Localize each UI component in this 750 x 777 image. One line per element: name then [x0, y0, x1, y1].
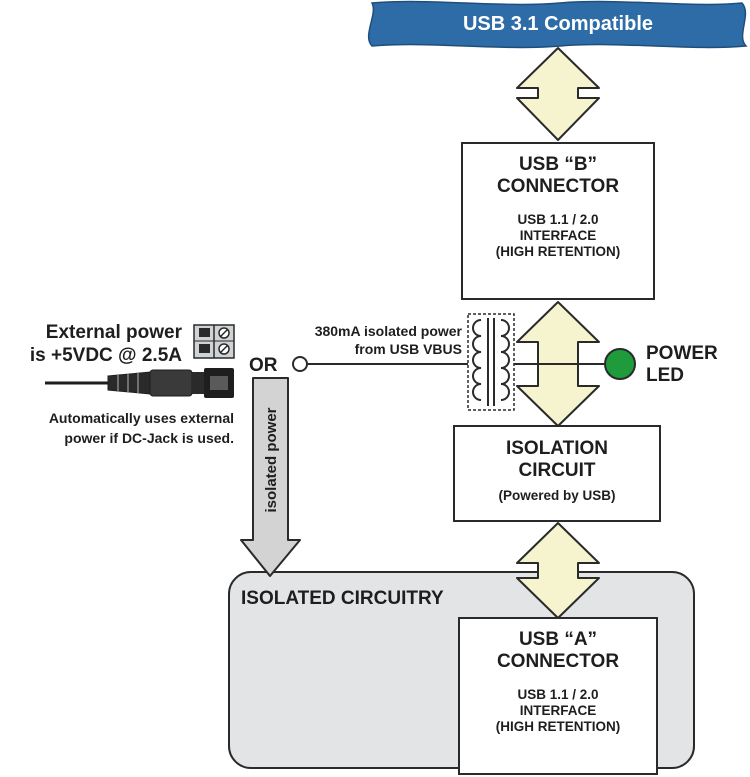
isolation-sub: (Powered by USB) [498, 488, 616, 503]
usb-banner-shape [367, 0, 748, 49]
usb-a-sub-line2: INTERFACE [519, 703, 597, 718]
external-power-note-line2: power if DC-Jack is used. [64, 430, 234, 446]
isolation-title-line1: ISOLATION [505, 438, 609, 459]
isolation-circuit-box: ISOLATION CIRCUIT (Powered by USB) [453, 425, 661, 522]
external-power-note: Automatically uses external power if DC-… [4, 408, 234, 448]
external-power-title: External power is +5VDC @ 2.5A [10, 321, 182, 367]
external-power-title-line2: is +5VDC @ 2.5A [29, 345, 182, 366]
isolation-transformer-icon [467, 313, 515, 411]
external-power-title-line1: External power [45, 322, 182, 343]
usb-vbus-power-label-line1: 380mA isolated power [314, 323, 462, 339]
usb-b-title-line1: USB “B” [518, 154, 598, 175]
or-junction-circle [292, 356, 308, 372]
usb-b-sub-line2: INTERFACE [519, 228, 597, 243]
usb-a-sub-line3: (HIGH RETENTION) [495, 719, 621, 734]
external-power-note-line1: Automatically uses external [48, 410, 234, 426]
power-led-label-line1: POWER [646, 343, 718, 364]
usb-a-title-line1: USB “A” [518, 629, 598, 650]
power-led-label: POWER LED [646, 343, 718, 387]
banner-title: USB 3.1 Compatible [462, 13, 654, 35]
isolated-circuitry-title: ISOLATED CIRCUITRY [241, 588, 444, 609]
usb-b-sub-line3: (HIGH RETENTION) [495, 244, 621, 259]
terminal-block-icon [193, 324, 235, 359]
dc-jack-plug-icon [45, 368, 234, 398]
usb-a-sub-line1: USB 1.1 / 2.0 [517, 687, 599, 702]
isolated-power-arrow [240, 377, 301, 577]
double-arrow-usb-b [516, 47, 600, 141]
power-led-label-line2: LED [646, 365, 684, 386]
usb-b-title-line2: CONNECTOR [496, 176, 620, 197]
usb-vbus-power-label-line2: from USB VBUS [354, 341, 462, 357]
or-label: OR [249, 355, 278, 376]
usb-a-title-line2: CONNECTOR [496, 651, 620, 672]
isolation-title-line2: CIRCUIT [518, 460, 596, 481]
usb-b-sub-line1: USB 1.1 / 2.0 [517, 212, 599, 227]
usb-b-connector-box: USB “B” CONNECTOR USB 1.1 / 2.0 INTERFAC… [461, 142, 655, 300]
usb-vbus-power-label: 380mA isolated power from USB VBUS [262, 322, 462, 358]
power-led-icon [604, 348, 636, 380]
isolated-power-arrow-label: isolated power [263, 407, 280, 512]
usb-a-connector-box: USB “A” CONNECTOR USB 1.1 / 2.0 INTERFAC… [458, 617, 658, 775]
